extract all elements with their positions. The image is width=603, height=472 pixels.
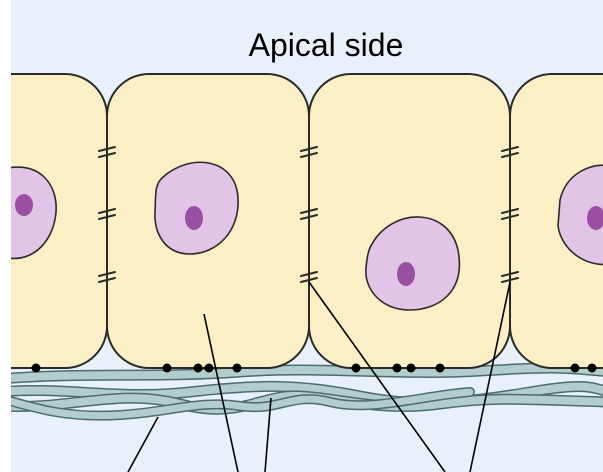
- nucleolus: [397, 262, 415, 286]
- attachment-dot: [407, 364, 416, 373]
- attachment-dot: [436, 364, 445, 373]
- attachment-dot: [205, 364, 214, 373]
- cells: [0, 74, 603, 368]
- attachment-dot: [233, 364, 242, 373]
- apical-side-label: Apical side: [249, 27, 404, 63]
- attachment-dot: [571, 364, 580, 373]
- nucleolus: [185, 206, 203, 230]
- attachment-dot: [393, 364, 402, 373]
- attachment-dot: [194, 364, 203, 373]
- attachment-dot: [588, 364, 597, 373]
- attachment-dot: [163, 364, 172, 373]
- attachment-dot: [352, 364, 361, 373]
- nucleolus: [15, 194, 33, 216]
- attachment-dot: [32, 364, 41, 373]
